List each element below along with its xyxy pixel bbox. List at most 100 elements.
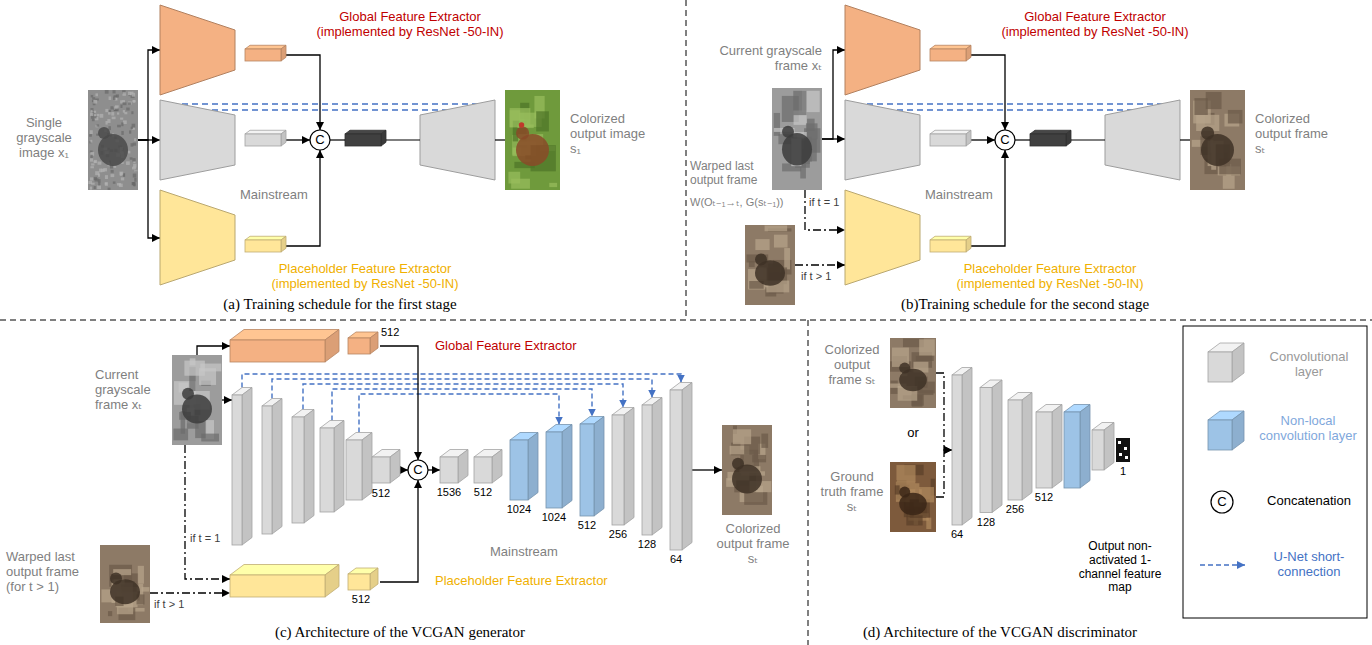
non-local-layer xyxy=(580,417,604,517)
image-texture xyxy=(134,170,137,172)
node-label: Global Feature Extractor xyxy=(435,339,635,354)
block-side xyxy=(362,433,372,501)
image-texture xyxy=(132,124,136,128)
image-texture xyxy=(105,175,108,179)
output-map-cell xyxy=(1118,441,1121,444)
latent-vector xyxy=(245,130,286,146)
arrow xyxy=(138,140,160,238)
node-drawing xyxy=(408,460,428,480)
block-side xyxy=(381,130,386,146)
node-label: 1536 xyxy=(432,486,466,499)
image-texture xyxy=(122,92,125,96)
conv-layer xyxy=(612,408,634,526)
arrow xyxy=(428,469,440,470)
block-side xyxy=(281,236,286,252)
image-texture xyxy=(119,184,123,187)
image-texture xyxy=(132,158,135,161)
image-texture xyxy=(132,167,136,170)
block-front xyxy=(230,340,325,362)
image-texture xyxy=(90,177,93,180)
image-texture xyxy=(119,172,123,176)
panel-caption: (c) Architecture of the VCGAN generator xyxy=(250,624,550,641)
image-texture xyxy=(916,356,934,361)
non-local-layer xyxy=(510,433,538,501)
block-side xyxy=(272,399,282,535)
image-texture xyxy=(105,90,109,94)
extractor-shape xyxy=(160,5,235,95)
concat-circle xyxy=(310,130,330,150)
block-side xyxy=(528,433,538,501)
stream-label: Mainstream xyxy=(490,545,570,560)
frame-image xyxy=(772,88,822,190)
image-texture xyxy=(108,611,112,616)
image-texture xyxy=(131,143,134,146)
image-texture xyxy=(919,339,935,355)
stream-line xyxy=(1015,139,1030,140)
image-texture xyxy=(128,92,131,95)
legend-text: U-Net short-connection xyxy=(1255,550,1363,580)
image-texture xyxy=(90,130,93,134)
panel-divider xyxy=(686,0,687,318)
node-drawing xyxy=(845,5,971,95)
image-texture xyxy=(107,119,110,123)
image-texture xyxy=(93,161,96,163)
image-texture xyxy=(120,100,123,103)
ground-truth-frame: Ground truth frame sₜ xyxy=(890,462,936,532)
image-ground xyxy=(745,225,795,305)
block-front xyxy=(245,49,281,61)
image-texture xyxy=(134,138,136,141)
arrow xyxy=(692,469,722,470)
image-subject xyxy=(516,126,529,139)
block-front xyxy=(1208,420,1232,450)
image-texture xyxy=(793,91,806,115)
block-top xyxy=(230,330,339,341)
node-label: C xyxy=(408,460,428,480)
node-drawing xyxy=(890,462,936,532)
extractor-shape xyxy=(845,190,920,285)
image-texture xyxy=(128,102,131,105)
stream-line xyxy=(1071,139,1105,140)
panel-divider xyxy=(808,320,809,645)
block-side xyxy=(1022,393,1032,501)
node-label: 512 xyxy=(369,487,393,500)
block-side xyxy=(370,332,378,354)
image-texture xyxy=(90,166,93,168)
legend-text: Concatenation xyxy=(1255,494,1363,509)
image-texture xyxy=(121,122,123,126)
image-texture xyxy=(784,248,790,269)
image-texture xyxy=(108,112,111,114)
node-shape xyxy=(505,90,560,190)
image-texture xyxy=(113,90,116,93)
non-local-layer xyxy=(546,425,572,509)
node-label: Current grayscale frame xₜ xyxy=(697,44,822,74)
image-texture xyxy=(101,169,104,172)
image-texture xyxy=(133,100,135,103)
discriminator-stack: 641282565121Output non-activated 1-chann… xyxy=(952,367,1130,527)
image-texture xyxy=(91,95,94,97)
output-map xyxy=(1116,438,1130,462)
block-side xyxy=(962,368,972,526)
image-texture xyxy=(115,105,119,107)
image-texture xyxy=(90,110,92,112)
image-texture xyxy=(108,110,111,112)
mainstream-encoder: 512 xyxy=(232,386,400,548)
condition-label: if t > 1 xyxy=(153,598,185,611)
image-texture xyxy=(761,434,768,448)
unet-short-connection xyxy=(303,384,623,410)
placeholder-feature-extractor: Placeholder Feature Extractor (implement… xyxy=(845,190,971,285)
image-texture xyxy=(926,518,931,529)
image-texture xyxy=(94,114,96,116)
legend-text: Non-local convolution layer xyxy=(1252,414,1364,444)
non-local-layer xyxy=(1064,405,1090,489)
image-texture xyxy=(123,120,127,124)
image-texture xyxy=(117,125,121,128)
block-front xyxy=(320,428,334,512)
node-label: 128 xyxy=(970,516,1002,529)
node-shape xyxy=(172,355,222,445)
image-texture xyxy=(94,178,98,181)
image-texture xyxy=(132,100,135,102)
block-side xyxy=(1104,423,1114,471)
panel-caption: (a) Training schedule for the first stag… xyxy=(190,296,490,313)
conv-layer xyxy=(1036,405,1062,489)
